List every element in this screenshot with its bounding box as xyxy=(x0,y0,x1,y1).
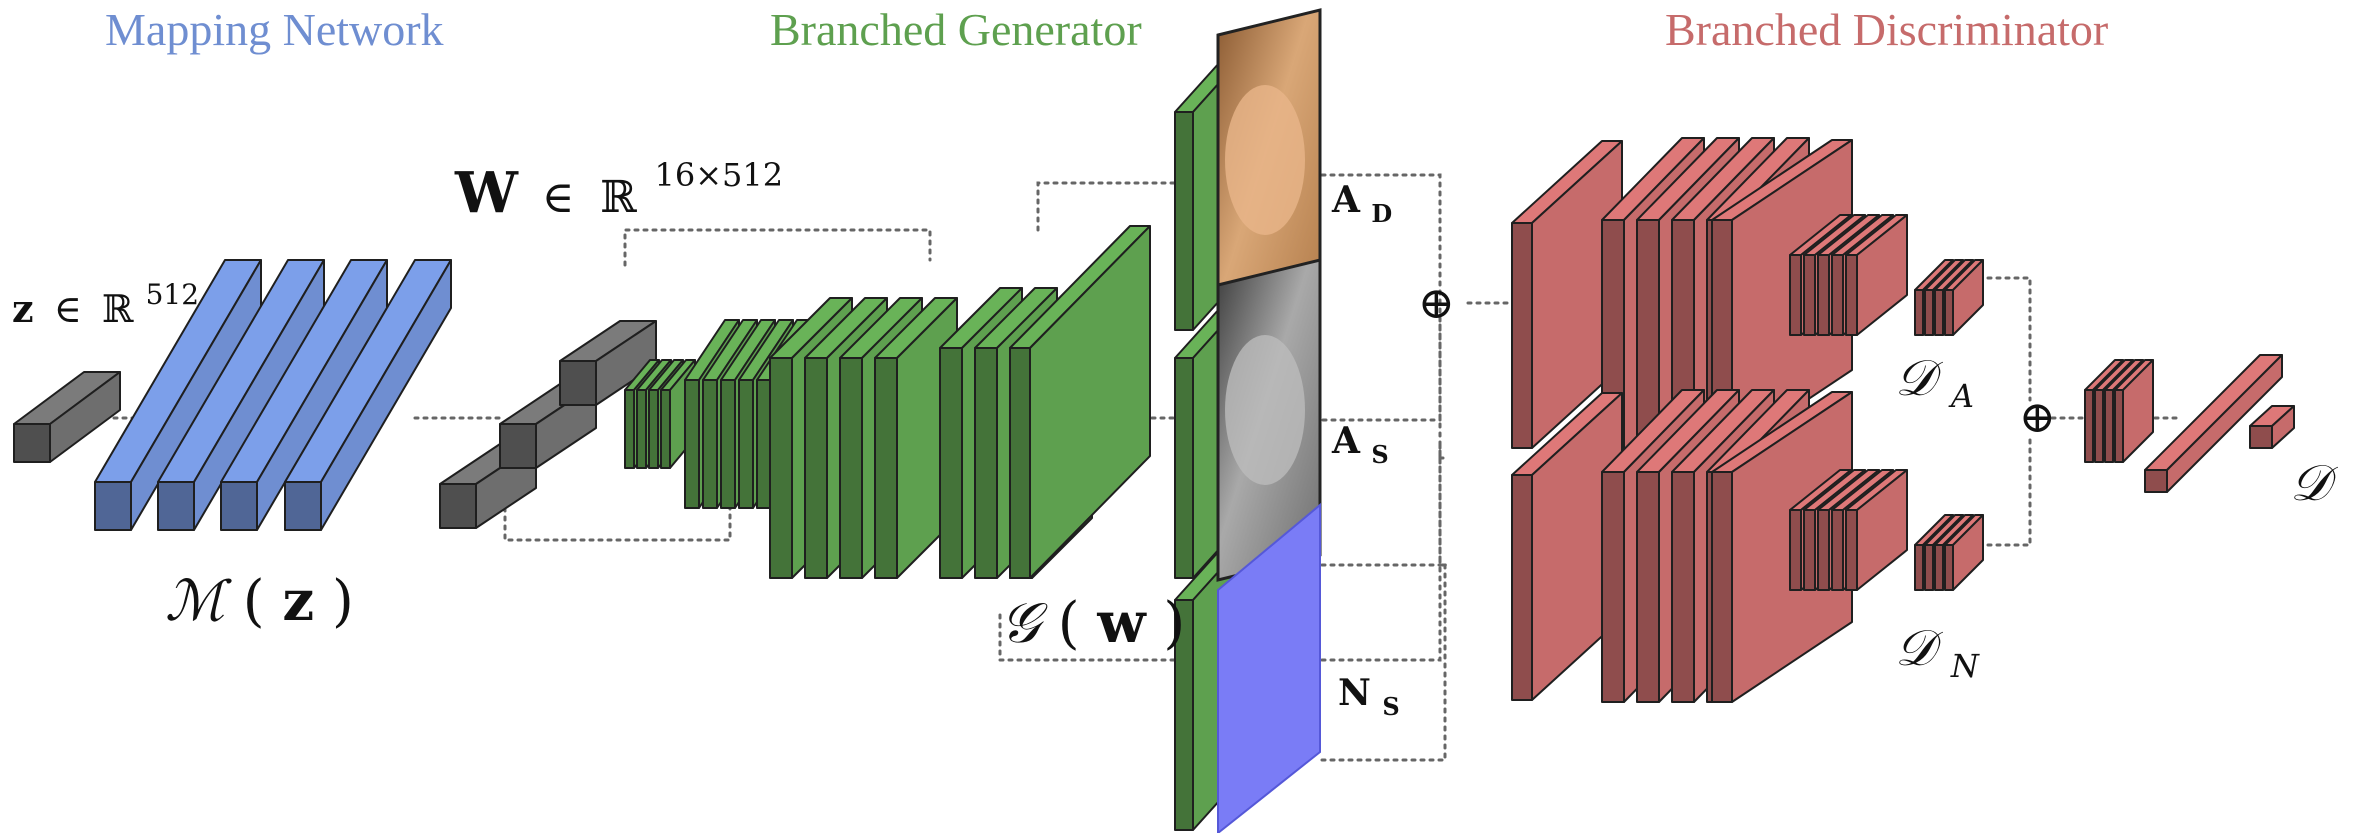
discriminator-n-tiny-2-front xyxy=(1924,544,1934,591)
discriminator-n-small-1-front xyxy=(1789,509,1802,591)
oplus-symbol-1: ⊕ xyxy=(1418,278,1455,329)
output-branch-diffuse-front xyxy=(1174,111,1194,331)
discriminator-n-layer-1-front xyxy=(1601,471,1625,703)
generator-small-layer-4-front xyxy=(660,389,671,469)
discriminator-n-tiny-3-front xyxy=(1934,544,1944,591)
discriminator-a-tiny-4-front xyxy=(1944,289,1954,336)
generator-large-layer-3-front xyxy=(839,357,863,579)
albedo-specular-face xyxy=(1225,335,1305,485)
albedo-specular-label: A S xyxy=(1331,420,1389,469)
mapping-network-title: Mapping Network xyxy=(105,4,444,55)
w-latent-block-2-front xyxy=(499,423,537,469)
discriminator-n-layer-2-front xyxy=(1636,471,1660,703)
generator-large-layer-4-front xyxy=(874,357,898,579)
discriminator-n-small-5 xyxy=(1845,469,1908,591)
discriminator-n-small-4-front xyxy=(1831,509,1844,591)
discriminator-head-bar-front xyxy=(2144,469,2168,493)
generator-small-layer-3-front xyxy=(648,389,659,469)
discriminator-a-tiny-3-front xyxy=(1934,289,1944,336)
generator-mid-layer-1-front xyxy=(684,379,700,509)
mapping-function-label: ℳ ( z ) xyxy=(165,568,354,634)
discriminator-n-tiny-4-front xyxy=(1944,544,1954,591)
generator-out-layer-1-front xyxy=(939,347,963,579)
discriminator-head-bar-top xyxy=(2144,354,2283,471)
discriminator-output-cube xyxy=(2249,405,2295,449)
discriminator-a-small-4-front xyxy=(1831,254,1844,336)
w-latent-block-3-front xyxy=(559,360,597,406)
discriminator-n-small-5-front xyxy=(1845,509,1858,591)
mapping-layer-2-front xyxy=(157,481,195,531)
generator-final-layer-front xyxy=(1009,347,1031,579)
w-latent-block-1-front xyxy=(439,483,477,529)
z-latent-block-front xyxy=(13,423,51,463)
generator-mid-layer-3-front xyxy=(720,379,736,509)
generator-function-label: 𝒢 ( w ) xyxy=(1000,590,1185,656)
discriminator-n-input-front xyxy=(1511,474,1533,701)
albedo-diffuse-face xyxy=(1225,85,1305,235)
discriminator-head-layer-2-front xyxy=(2094,389,2104,463)
discriminator-head-layer-4-front xyxy=(2114,389,2124,463)
discriminator-a-small-3-front xyxy=(1817,254,1830,336)
discriminator-n-layer-3-front xyxy=(1671,471,1695,703)
branched-discriminator-title: Branched Discriminator xyxy=(1665,4,2108,55)
generator-small-layer-1-front xyxy=(624,389,635,469)
discriminator-head-layer-1-front xyxy=(2084,389,2094,463)
z-label: z ∈ ℝ 512 xyxy=(12,278,199,331)
network-blocks xyxy=(13,61,2295,831)
discriminator-a-small-5 xyxy=(1845,214,1908,336)
discriminator-a-small-2-front xyxy=(1803,254,1816,336)
z-latent-block xyxy=(13,371,121,463)
mapping-layer-3-front xyxy=(220,481,258,531)
generator-mid-layer-2-front xyxy=(702,379,718,509)
w-label: W ∈ ℝ 16×512 xyxy=(454,156,783,226)
output-branch-normal-front xyxy=(1174,599,1194,831)
discriminator-a-label: 𝒟 A xyxy=(1895,349,1974,415)
discriminator-a-input xyxy=(1511,140,1623,449)
discriminator-n-tiny-1-front xyxy=(1914,544,1924,591)
w-latent-block-3 xyxy=(559,320,657,406)
mapping-layer-1-front xyxy=(94,481,132,531)
generator-small-layer-2-front xyxy=(636,389,647,469)
oplus-symbol-2: ⊕ xyxy=(2019,392,2056,443)
generator-mid-layer-5-front xyxy=(756,379,772,509)
output-images xyxy=(1216,8,1322,833)
discriminator-n-label: 𝒟 N xyxy=(1895,619,1980,685)
output-branch-specular-front xyxy=(1174,357,1194,579)
discriminator-head-layer-4 xyxy=(2114,359,2154,463)
discriminator-head-bar xyxy=(2144,354,2283,493)
mapping-layer-2 xyxy=(157,259,325,531)
mapping-layer-4-front xyxy=(284,481,322,531)
discriminator-n-small-2-front xyxy=(1803,509,1816,591)
discriminator-a-small-5-front xyxy=(1845,254,1858,336)
generator-out-layer-2-front xyxy=(974,347,998,579)
mapping-layer-4 xyxy=(284,259,452,531)
discriminator-a-small-1-front xyxy=(1789,254,1802,336)
normal-specular-label: N S xyxy=(1338,672,1400,721)
branched-generator-title: Branched Generator xyxy=(770,4,1142,55)
generator-final-layer xyxy=(1009,225,1151,579)
discriminator-output-cube-front xyxy=(2249,425,2273,449)
discriminator-n-small-3-front xyxy=(1817,509,1830,591)
generator-mid-layer-4-front xyxy=(738,379,754,509)
generator-large-layer-2-front xyxy=(804,357,828,579)
discriminator-n-input xyxy=(1511,392,1623,701)
discriminator-a-tiny-1-front xyxy=(1914,289,1924,336)
normal-map-image xyxy=(1217,502,1321,833)
discriminator-head-layer-3-front xyxy=(2104,389,2114,463)
discriminator-n-tiny-4 xyxy=(1944,514,1984,591)
albedo-diffuse-label: A D xyxy=(1331,179,1392,228)
discriminator-output-label: 𝒟 xyxy=(2290,454,2339,512)
connector-lines xyxy=(103,173,2182,762)
discriminator-a-layer-2-front xyxy=(1636,219,1660,451)
generator-large-layer-1-front xyxy=(769,357,793,579)
discriminator-a-input-front xyxy=(1511,222,1533,449)
discriminator-a-tiny-2-front xyxy=(1924,289,1934,336)
discriminator-a-tiny-4 xyxy=(1944,259,1984,336)
discriminator-n-wide-front xyxy=(1711,471,1733,703)
